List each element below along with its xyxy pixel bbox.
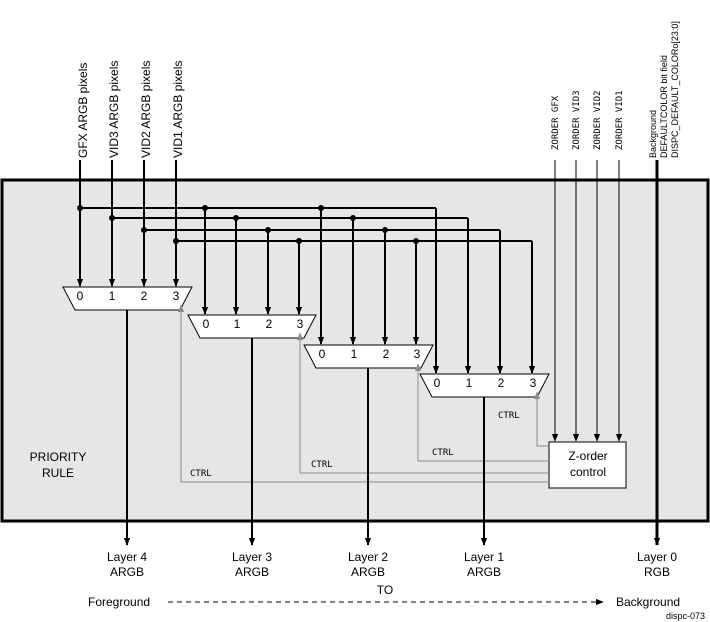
zorder-gfx-label: ZORDER GFX: [551, 95, 561, 150]
layer-1-label: Layer 1: [464, 550, 504, 564]
ctrl-wires: [177, 304, 549, 483]
zorder-vid1-label: ZORDER VID1: [615, 90, 625, 150]
layer-output-wires: [123, 310, 488, 546]
default-color-register-label: DISPC_DEFAULT_COLORo[23:0]: [670, 21, 680, 158]
layer-4-label: Layer 4: [107, 550, 147, 564]
mux-2-port-0: 0: [319, 347, 326, 361]
input-wires: [76, 160, 180, 287]
background-end-label: Background: [616, 595, 680, 609]
mux-input-wires: [201, 208, 536, 374]
layer-1-format: ARGB: [467, 565, 501, 579]
zorder-control-label-1: Z-order: [568, 449, 607, 463]
layer-0-format: RGB: [644, 565, 670, 579]
junction-dots: [77, 205, 419, 244]
ctrl-label-4: CTRL: [190, 469, 212, 479]
mux-1-port-0: 0: [434, 376, 441, 390]
vid2-input-label: VID2 ARGB pixels: [139, 61, 153, 158]
layer-3-format: ARGB: [235, 565, 269, 579]
mux-1-port-3: 3: [530, 376, 537, 390]
mux-3: 0 1 2 3: [187, 314, 317, 339]
to-label: TO: [377, 583, 393, 597]
mux-4-port-2: 2: [141, 289, 148, 303]
figure-id: dispc-073: [666, 611, 705, 621]
layer-0-label: Layer 0: [637, 550, 677, 564]
layer-4-format: ARGB: [110, 565, 144, 579]
mux-4-port-1: 1: [109, 289, 116, 303]
layer-2-label: Layer 2: [348, 550, 388, 564]
foreground-label: Foreground: [88, 595, 150, 609]
mux-4-port-3: 3: [173, 289, 180, 303]
background-labels: Background DEFAULTCOLOR bit field DISPC_…: [648, 21, 680, 158]
mux-1: 0 1 2 3: [419, 373, 550, 398]
mux-3-port-3: 3: [297, 317, 304, 331]
zorder-control-block: [548, 441, 627, 489]
mux-2: 0 1 2 3: [303, 344, 434, 369]
background-label: Background: [648, 110, 658, 158]
priority-rule-label-1: PRIORITY: [30, 450, 87, 464]
defaultcolor-label: DEFAULTCOLOR bit field: [659, 55, 669, 158]
mux-4-port-0: 0: [77, 289, 84, 303]
ctrl-label-3: CTRL: [311, 460, 333, 470]
zorder-labels: ZORDER GFX ZORDER VID3 ZORDER VID2 ZORDE…: [551, 90, 625, 150]
zorder-control-label-2: control: [570, 465, 606, 479]
mux-4: 0 1 2 3: [62, 286, 193, 311]
zorder-wires: [551, 160, 623, 442]
vid3-input-label: VID3 ARGB pixels: [107, 61, 121, 158]
zorder-vid3-label: ZORDER VID3: [572, 90, 582, 150]
mux-2-port-1: 1: [351, 347, 358, 361]
vid1-input-label: VID1 ARGB pixels: [171, 61, 185, 158]
mux-3-port-2: 2: [266, 317, 273, 331]
layer-3-label: Layer 3: [232, 550, 272, 564]
gfx-input-label: GFX ARGB pixels: [76, 63, 90, 158]
layer-2-format: ARGB: [351, 565, 385, 579]
zorder-vid2-label: ZORDER VID2: [593, 90, 603, 150]
ctrl-label-2: CTRL: [432, 448, 454, 458]
mux-1-port-2: 2: [498, 376, 505, 390]
mux-3-port-0: 0: [203, 317, 210, 331]
mux-3-port-1: 1: [234, 317, 241, 331]
priority-rule-label-2: RULE: [42, 466, 74, 480]
mux-2-port-2: 2: [383, 347, 390, 361]
mux-2-port-3: 3: [414, 347, 421, 361]
ctrl-label-1: CTRL: [498, 411, 520, 421]
input-labels: GFX ARGB pixels VID3 ARGB pixels VID2 AR…: [76, 61, 185, 158]
mux-1-port-1: 1: [466, 376, 473, 390]
layer-labels: Layer 4 ARGB Layer 3 ARGB Layer 2 ARGB L…: [107, 550, 677, 579]
